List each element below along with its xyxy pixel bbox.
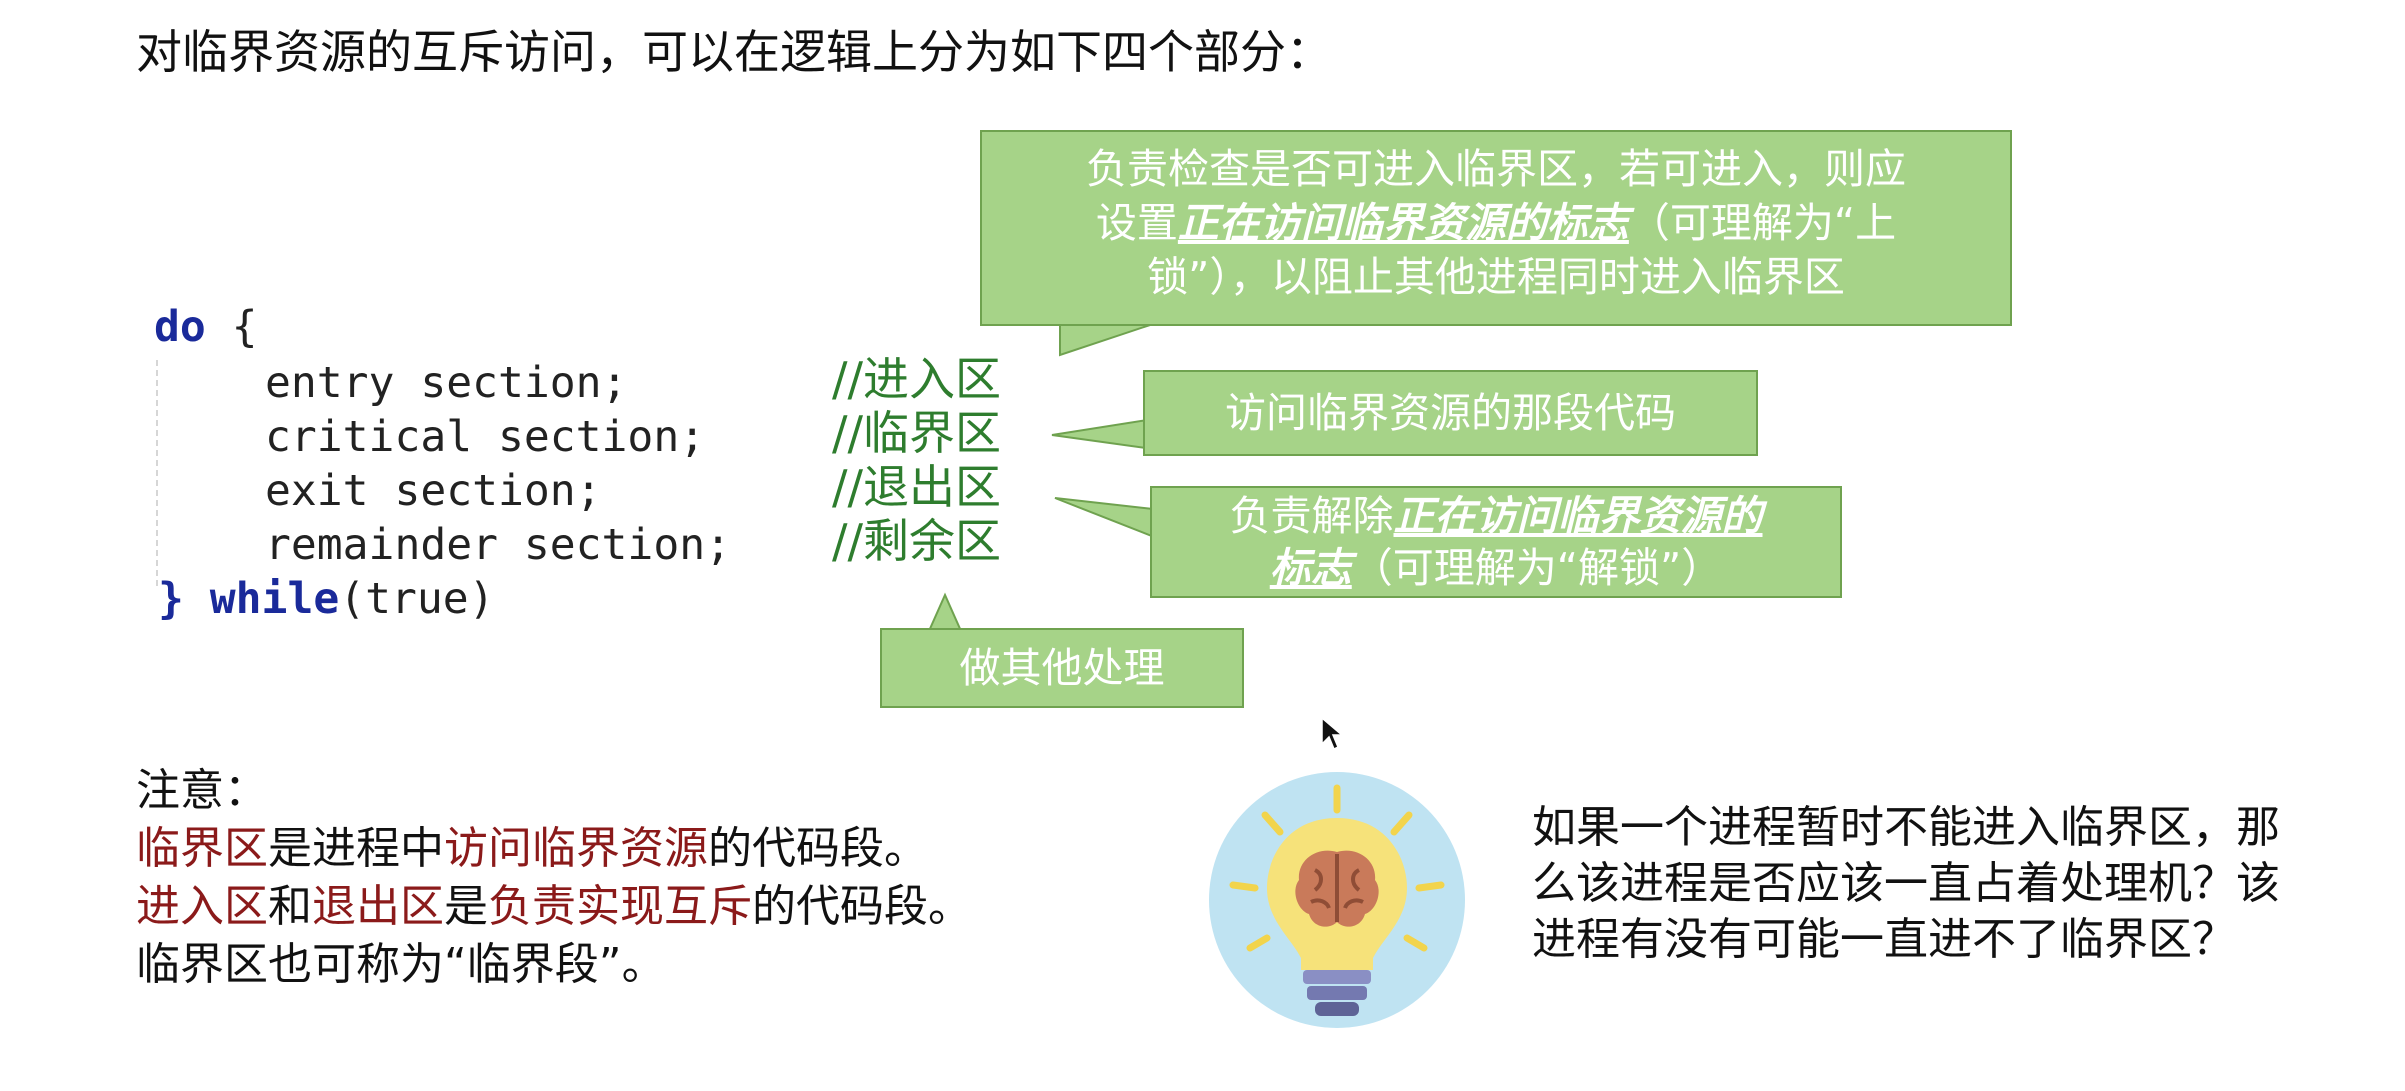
comment-remainder: //剩余区: [832, 514, 1001, 568]
notes-block: 注意： 临界区是进程中访问临界资源的代码段。 进入区和退出区是负责实现互斥的代码…: [136, 762, 972, 994]
comment-critical: //临界区: [832, 406, 1001, 460]
code-line-entry: entry section;: [265, 358, 628, 408]
callout-critical-section: 访问临界资源的那段代码: [1143, 370, 1758, 456]
lightbulb-brain-icon: [1209, 772, 1465, 1028]
comment-entry: //进入区: [832, 352, 1001, 406]
mouse-cursor-icon: [1321, 716, 1345, 751]
note-line-1: 临界区是进程中访问临界资源的代码段。: [136, 823, 928, 874]
note-line-3: 临界区也可称为“临界段”。: [136, 939, 666, 990]
code-line-exit: exit section;: [265, 466, 602, 516]
callout-entry-section: 负责检查是否可进入临界区，若可进入，则应 设置正在访问临界资源的标志（可理解为“…: [980, 130, 2012, 326]
notes-heading: 注意：: [136, 765, 268, 816]
callout-exit-section: 负责解除正在访问临界资源的 标志（可理解为“解锁”）: [1150, 486, 1842, 598]
code-line-remainder: remainder section;: [265, 520, 731, 570]
note-line-2: 进入区和退出区是负责实现互斥的代码段。: [136, 881, 972, 932]
reflection-question: 如果一个进程暂时不能进入临界区，那么该进程是否应该一直占着处理机？该进程有没有可…: [1532, 802, 2280, 965]
callout-remainder-section: 做其他处理: [880, 628, 1244, 708]
slide-title: 对临界资源的互斥访问，可以在逻辑上分为如下四个部分：: [136, 25, 1332, 79]
comment-exit: //退出区: [832, 460, 1001, 514]
code-line-do: do {: [154, 302, 258, 352]
code-line-critical: critical section;: [265, 412, 706, 462]
code-line-while: } while(true): [158, 574, 495, 624]
